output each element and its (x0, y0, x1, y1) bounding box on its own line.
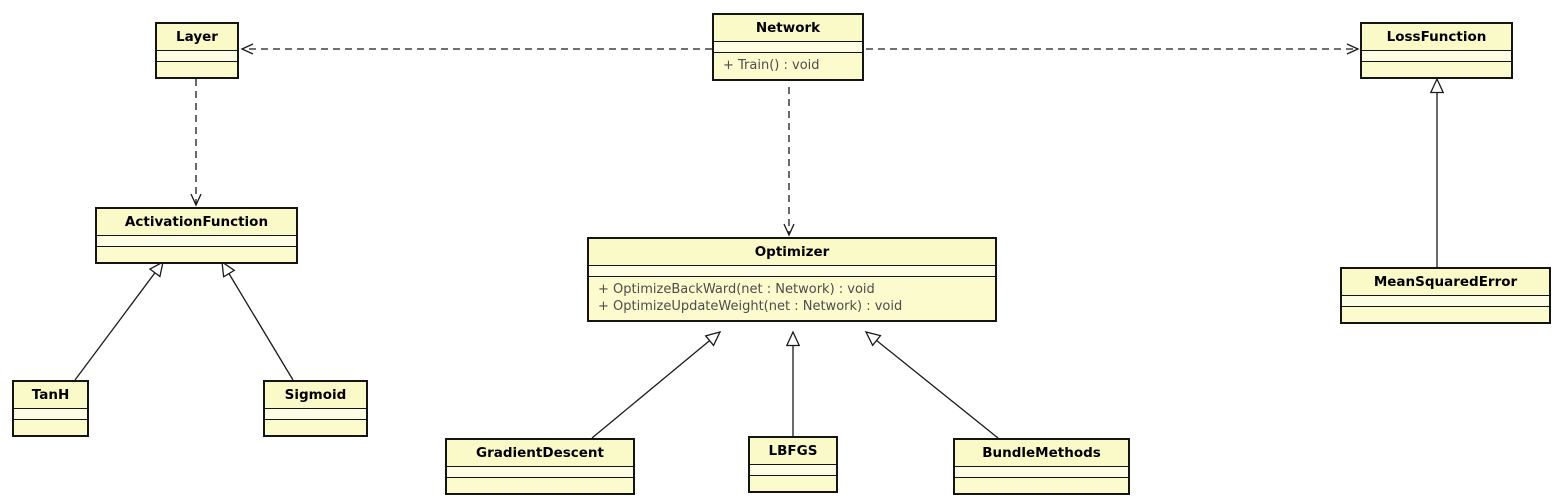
generalization-arrow-gradientdescent-to-optimizer (591, 332, 720, 439)
attributes-compartment (447, 467, 633, 478)
attributes-compartment (14, 409, 87, 420)
class-gradientdescent: GradientDescent (445, 438, 635, 495)
generalization-arrow-tanh-to-activationfunction (74, 262, 163, 381)
class-title: Optimizer (589, 239, 995, 266)
methods-compartment (750, 476, 836, 491)
class-title: BundleMethods (955, 440, 1128, 467)
attributes-compartment (1362, 51, 1511, 62)
class-lbfgs: LBFGS (748, 436, 838, 493)
attributes-compartment (955, 467, 1128, 478)
attributes-compartment (1342, 296, 1549, 307)
generalization-arrow-bundlemethods-to-optimizer (866, 332, 999, 439)
class-optimizer: Optimizer + OptimizeBackWard(net : Netwo… (587, 237, 997, 322)
class-network: Network + Train() : void (712, 13, 864, 81)
class-title: MeanSquaredError (1342, 269, 1549, 296)
class-title: Sigmoid (265, 382, 366, 409)
class-meansquarederror: MeanSquaredError (1340, 267, 1551, 324)
class-title: LossFunction (1362, 24, 1511, 51)
methods-compartment (1342, 307, 1549, 322)
methods-compartment (14, 420, 87, 435)
method-item: + OptimizeUpdateWeight(net : Network) : … (598, 299, 903, 314)
class-title: LBFGS (750, 438, 836, 465)
class-title: ActivationFunction (97, 209, 296, 236)
class-layer: Layer (155, 22, 239, 79)
methods-compartment (1362, 62, 1511, 77)
attributes-compartment (714, 42, 862, 53)
generalization-arrow-sigmoid-to-activationfunction (222, 262, 294, 381)
methods-compartment (157, 62, 237, 77)
class-bundlemethods: BundleMethods (953, 438, 1130, 495)
method-item: + OptimizeBackWard(net : Network) : void (598, 282, 875, 297)
methods-compartment: + Train() : void (714, 53, 862, 79)
attributes-compartment (589, 266, 995, 277)
class-title: GradientDescent (447, 440, 633, 467)
class-title: Layer (157, 24, 237, 51)
methods-compartment (265, 420, 366, 435)
method-item: + Train() : void (723, 58, 820, 73)
class-sigmoid: Sigmoid (263, 380, 368, 437)
class-activationfunction: ActivationFunction (95, 207, 298, 264)
attributes-compartment (157, 51, 237, 62)
class-title: Network (714, 15, 862, 42)
methods-compartment (97, 247, 296, 262)
class-lossfunction: LossFunction (1360, 22, 1513, 79)
attributes-compartment (750, 465, 836, 476)
class-title: TanH (14, 382, 87, 409)
attributes-compartment (265, 409, 366, 420)
methods-compartment (447, 478, 633, 493)
methods-compartment: + OptimizeBackWard(net : Network) : void… (589, 277, 995, 320)
methods-compartment (955, 478, 1128, 493)
class-tanh: TanH (12, 380, 89, 437)
attributes-compartment (97, 236, 296, 247)
